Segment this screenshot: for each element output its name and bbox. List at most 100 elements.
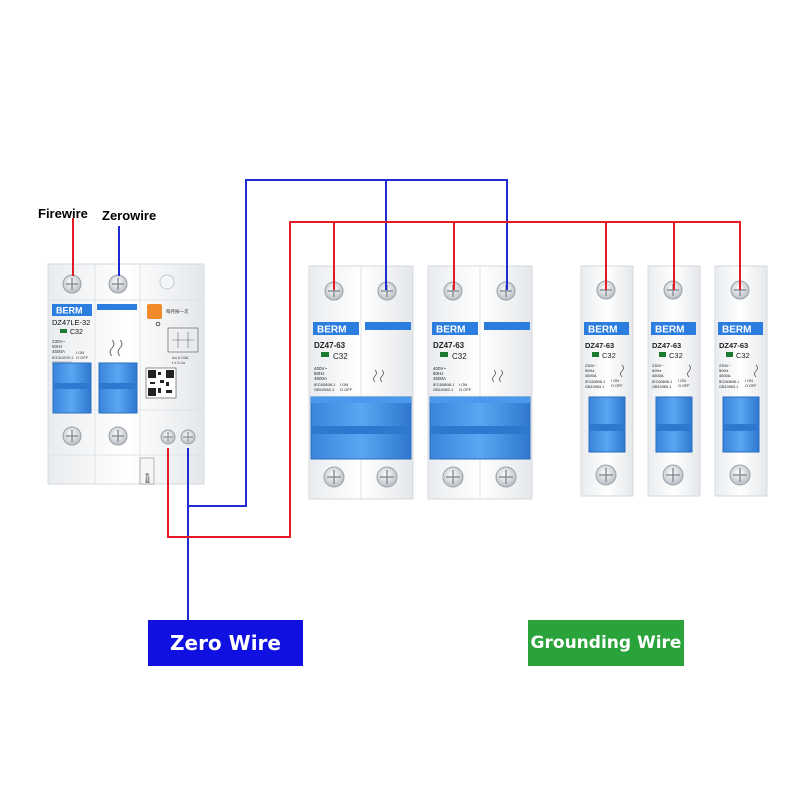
breaker-1p: BERMDZ47-63C32230V~50Hz4500AIEC60898-1GB… [714,265,768,497]
breaker-spec-capacity: 4500A [585,373,597,378]
breaker-on-label: I ON [678,379,686,383]
breaker-standard2: GB10963.1 [314,387,335,392]
qr-code [145,367,177,399]
breaker-standard2: GB10963.1 [585,385,604,389]
breaker-model: DZ47-63 [433,341,465,350]
grounding-wire-banner: Grounding Wire [528,620,684,666]
breaker-spec-capacity: 4500A [433,376,446,381]
zero-wire-banner: Zero Wire [148,620,303,666]
brand-strip [313,322,359,335]
breaker-spec-frequency: 50Hz [585,368,594,373]
breaker-standard: IEC60898-1 [433,382,455,387]
breaker-on-label: I ON [611,379,619,383]
rcbo-spec-0: 230V~ [52,339,66,344]
bottom-terminal-n [376,466,398,488]
breaker-rating: C32 [452,352,467,361]
breaker-rating: C32 [602,351,616,360]
breaker-off-label: O OFF [678,384,690,388]
breaker-on-label: I ON [459,382,467,387]
breaker-spec-voltage: 230V~ [585,363,597,368]
breaker-spec-capacity: 4500A [652,373,664,378]
rcbo-brand-strip [52,304,92,316]
breaker-body [580,265,634,497]
breaker-brand: BERM [436,325,465,336]
rcbo-leak-note: Δn 0.03A [172,355,189,360]
brand-strip [584,322,629,335]
rcbo-bottom-terminal-2 [108,426,128,446]
breaker-on-label: I ON [340,382,348,387]
rcbo-top-terminal-l [62,274,82,294]
breaker-off-label: O OFF [459,387,472,392]
breaker-rating: C32 [669,351,683,360]
breaker-brand: BERM [317,325,346,336]
breaker-spec-frequency: 50Hz [652,368,661,373]
breaker-model: DZ47-63 [652,341,681,350]
rcbo-indicator-hole [159,274,175,290]
breaker-spec-voltage: 400V~ [433,366,447,371]
rcbo-model: DZ47LE-32 [52,318,90,327]
breaker-spec-voltage: 230V~ [719,363,731,368]
breaker-spec-voltage: 230V~ [652,363,664,368]
breaker-body [714,265,768,497]
rcbo-spec-2: 4500A [52,349,65,354]
brand-strip [718,322,763,335]
breaker-rating: C32 [333,352,348,361]
bottom-terminal [729,464,751,486]
breaker-spec-frequency: 50Hz [719,368,728,373]
fire-bus-line [167,221,741,538]
bottom-terminal [662,464,684,486]
test-button[interactable] [147,304,162,319]
brand-strip [432,322,478,335]
breaker-model: DZ47-63 [719,341,748,350]
breaker-standard: IEC60898-1 [585,380,605,384]
breaker-standard: IEC60898-1 [719,380,739,384]
breaker-spec-capacity: 4500A [314,376,327,381]
breaker-off-label: O OFF [611,384,623,388]
breaker-standard2: GB10963.1 [719,385,738,389]
rcbo-off-label: O OFF [76,355,89,360]
rcbo-load-label: 负载 [144,472,150,484]
wiring [72,179,741,626]
breaker-model: DZ47-63 [314,341,346,350]
breaker-off-label: O OFF [745,384,757,388]
bottom-terminal-l [442,466,464,488]
breaker-brand: BERM [655,325,684,336]
firewire-label: Firewire [38,206,88,221]
breaker-spec-voltage: 400V~ [314,366,328,371]
breaker-on-label: I ON [745,379,753,383]
breaker-spec-frequency: 50Hz [433,371,444,376]
bottom-terminal-l [323,466,345,488]
breaker-standard2: GB10963.1 [433,387,454,392]
breaker-spec-capacity: 4500A [719,373,731,378]
rcbo-out-terminal-l [160,429,176,445]
breaker-standard2: GB10963.1 [652,385,671,389]
zerowire-label: Zerowire [102,208,157,223]
breaker-brand: BERM [588,325,617,336]
breaker-body [647,265,701,497]
rcbo-test-note: 每月按一次 [166,308,189,315]
rcbo-device: BERM DZ47LE-32 C32 230V~ 50Hz 4500A IEC6… [47,263,205,485]
rcbo-spec-1: 50Hz [52,344,63,349]
rcbo-on-label: I ON [76,350,84,355]
rcbo-brand: BERM [56,306,83,316]
rcbo-standard: IEC61009-1 [52,355,74,360]
rcbo-rating: C32 [70,329,83,336]
brand-strip [651,322,696,335]
rcbo-out-terminal-n [180,429,196,445]
bottom-terminal-n [495,466,517,488]
breaker-spec-frequency: 50Hz [314,371,325,376]
breaker-off-label: O OFF [340,387,353,392]
breaker-model: DZ47-63 [585,341,614,350]
breaker-standard: IEC60898-1 [314,382,336,387]
breaker-brand: BERM [722,325,751,336]
rcbo-bottom-terminal-1 [62,426,82,446]
breaker-standard: IEC60898-1 [652,380,672,384]
top-terminal-n [496,281,516,301]
rcbo-top-terminal-n [108,274,128,294]
